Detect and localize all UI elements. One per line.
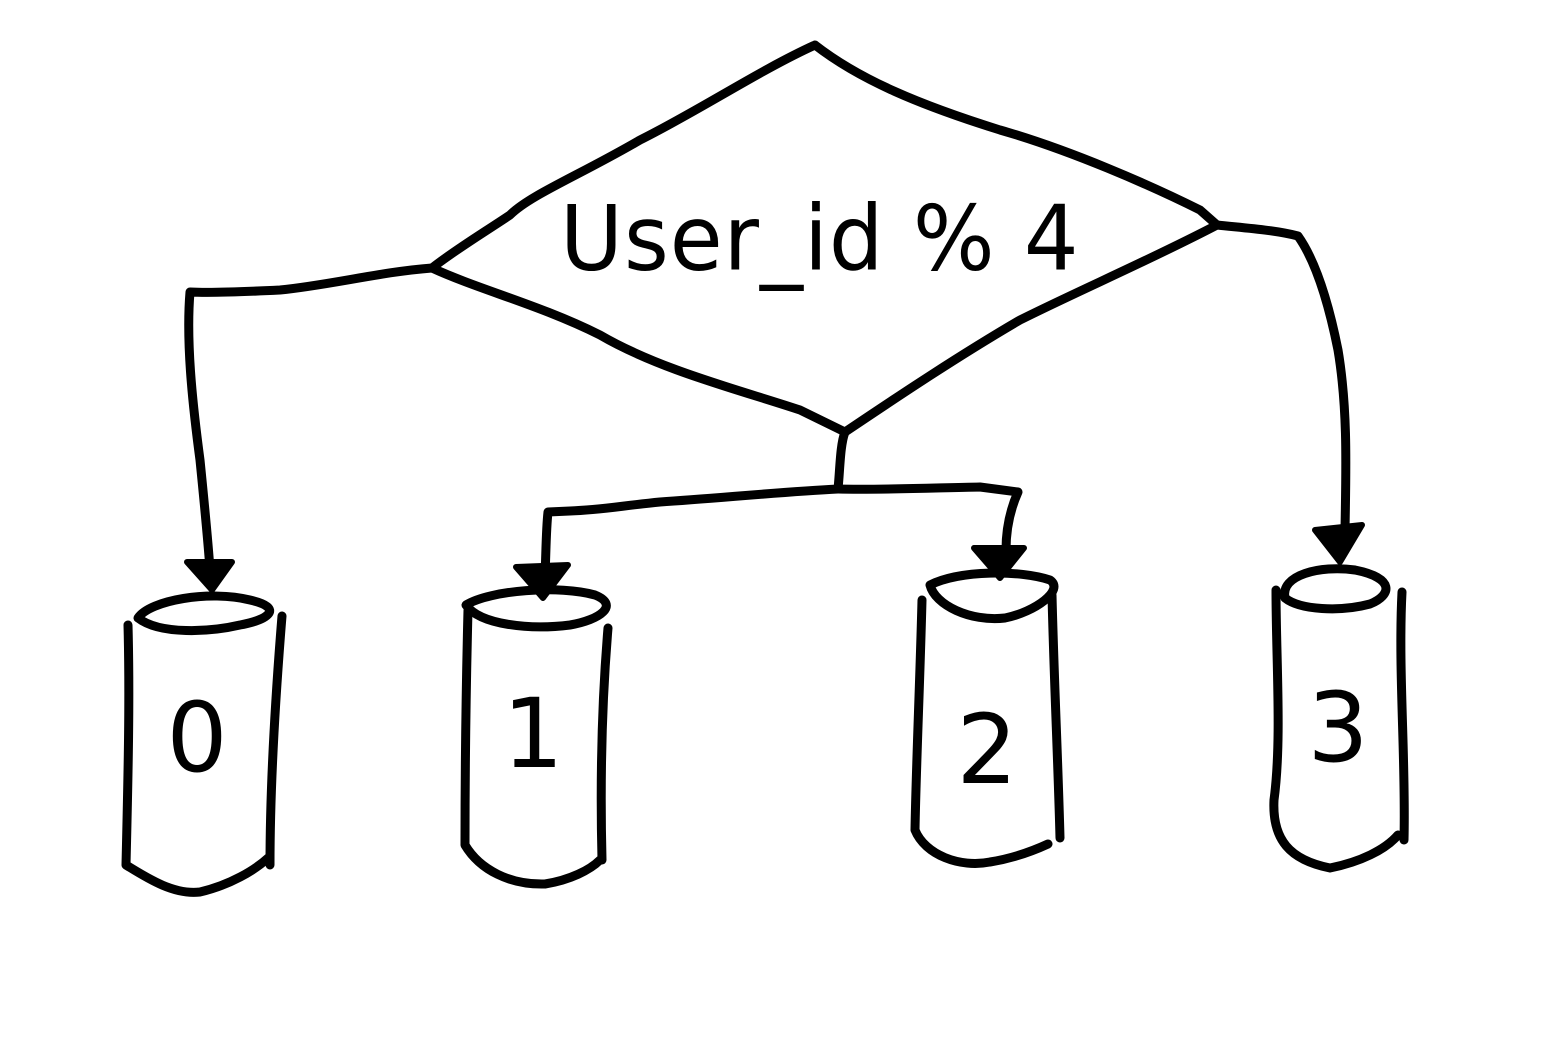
database-cylinder-2	[910, 568, 1065, 868]
arrow-head-3	[1312, 522, 1365, 565]
shard-label-1: 1	[502, 678, 564, 790]
shard-label-2: 2	[956, 694, 1018, 806]
arrow-head-2	[971, 545, 1027, 581]
arrow-to-shard-1	[540, 484, 843, 580]
arrow-to-shard-2	[833, 482, 1023, 555]
shard-label-0: 0	[166, 682, 228, 794]
arrow-to-shard-0	[184, 263, 437, 575]
decision-diamond	[427, 40, 1222, 437]
database-cylinder-0	[121, 591, 287, 897]
shard-label-3: 3	[1307, 672, 1369, 784]
arrow-head-1	[513, 562, 571, 601]
database-cylinder-3	[1269, 564, 1409, 873]
database-cylinder-1	[460, 585, 613, 889]
decision-trunk	[833, 427, 850, 494]
arrow-head-0	[184, 559, 235, 593]
decision-label: User_id % 4	[560, 186, 1080, 292]
arrow-to-shard-3	[1212, 220, 1351, 535]
